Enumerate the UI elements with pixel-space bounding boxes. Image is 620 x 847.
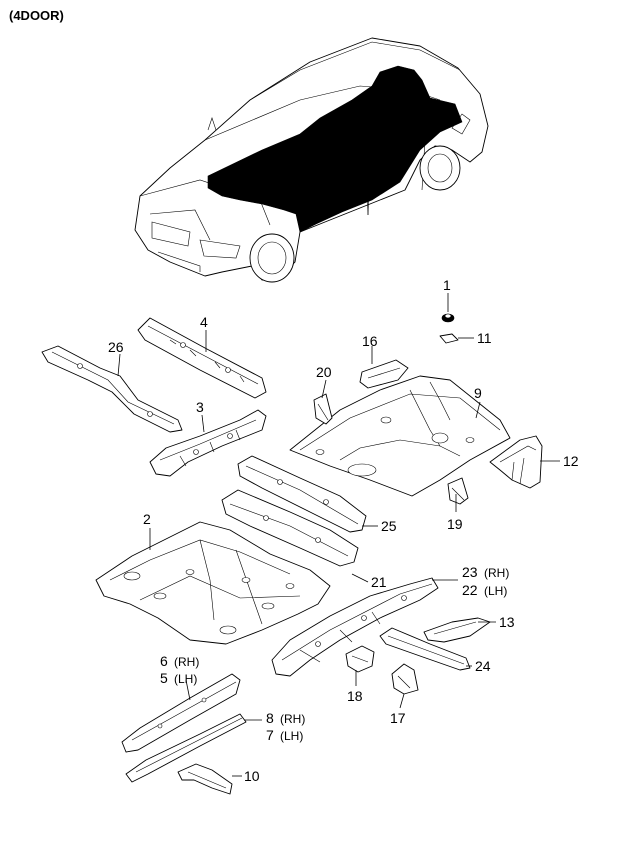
part-16-panel bbox=[359, 359, 409, 389]
label-6: 6 bbox=[160, 653, 168, 669]
label-7-side: (LH) bbox=[280, 729, 303, 743]
part-13-bracket bbox=[423, 617, 491, 643]
part-18-bracket bbox=[345, 645, 375, 673]
part-23-22-side-member bbox=[271, 577, 439, 677]
part-25-crossmember bbox=[237, 455, 367, 533]
label-2: 2 bbox=[143, 511, 151, 527]
part-12-panel bbox=[489, 435, 543, 489]
label-8-side: (RH) bbox=[280, 712, 305, 726]
part-6-5-side-sill bbox=[121, 673, 241, 753]
part-8-7-inner-sill bbox=[125, 713, 247, 783]
label-24: 24 bbox=[475, 658, 491, 674]
label-20: 20 bbox=[316, 364, 332, 380]
part-10-bracket bbox=[177, 763, 233, 795]
label-23: 23 bbox=[462, 564, 478, 580]
label-1: 1 bbox=[443, 277, 451, 293]
part-19-bracket bbox=[447, 477, 469, 505]
label-10: 10 bbox=[244, 768, 260, 784]
part-3-member bbox=[149, 409, 267, 477]
label-8: 8 bbox=[266, 710, 274, 726]
label-5-side: (LH) bbox=[174, 672, 197, 686]
part-26-member bbox=[41, 345, 183, 433]
diagram-title: (4DOOR) bbox=[9, 8, 64, 23]
label-17: 17 bbox=[390, 710, 406, 726]
part-4-member bbox=[137, 317, 267, 399]
part-labels: 1 2 3 4 6 (RH) 5 (LH) 8 (RH) 7 (LH) 9 10… bbox=[108, 277, 579, 784]
label-22: 22 bbox=[462, 582, 478, 598]
part-21-crossmember bbox=[221, 489, 359, 567]
label-21: 21 bbox=[371, 574, 387, 590]
label-22-side: (LH) bbox=[484, 584, 507, 598]
label-13: 13 bbox=[499, 614, 515, 630]
label-26: 26 bbox=[108, 339, 124, 355]
part-20-bracket bbox=[313, 393, 333, 425]
label-18: 18 bbox=[347, 688, 363, 704]
part-9-rear-floor bbox=[289, 375, 511, 497]
label-3: 3 bbox=[196, 399, 204, 415]
part-2-front-floor bbox=[95, 521, 331, 645]
part-1-plug bbox=[441, 313, 455, 323]
leader-lines bbox=[117, 293, 560, 777]
label-25: 25 bbox=[381, 518, 397, 534]
car-illustration bbox=[134, 37, 489, 283]
label-5: 5 bbox=[160, 670, 168, 686]
label-19: 19 bbox=[447, 516, 463, 532]
label-23-side: (RH) bbox=[484, 566, 509, 580]
label-6-side: (RH) bbox=[174, 655, 199, 669]
part-11-bracket bbox=[439, 333, 459, 344]
label-12: 12 bbox=[563, 453, 579, 469]
label-11: 11 bbox=[477, 330, 492, 346]
part-24-member bbox=[379, 627, 471, 671]
label-4: 4 bbox=[200, 314, 208, 330]
part-17-bracket bbox=[391, 663, 419, 695]
label-16: 16 bbox=[362, 333, 378, 349]
label-7: 7 bbox=[266, 727, 274, 743]
label-9: 9 bbox=[474, 385, 482, 401]
